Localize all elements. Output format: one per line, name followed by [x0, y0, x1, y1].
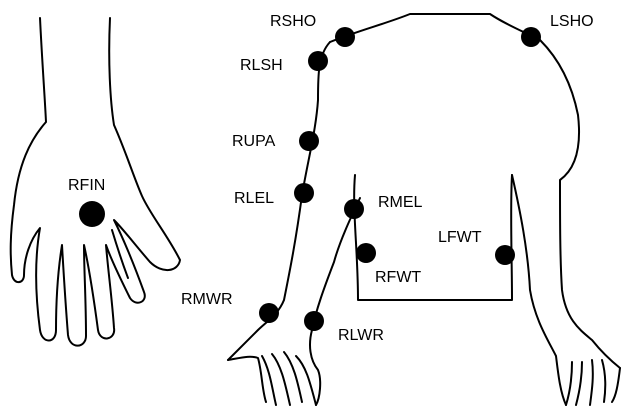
body-outline: [228, 14, 620, 405]
marker-rlwr: RLWR: [304, 311, 384, 344]
marker-rfwt: RFWT: [356, 243, 421, 286]
marker-rlel: RLEL: [234, 183, 314, 207]
marker-rmwr: RMWR: [181, 291, 279, 323]
marker-dot: [356, 243, 376, 263]
marker-rlsh: RLSH: [240, 51, 328, 74]
marker-lfwt: LFWT: [438, 229, 515, 265]
marker-label: LSHO: [550, 13, 594, 30]
marker-label: RLEL: [234, 190, 274, 207]
marker-dot: [304, 311, 324, 331]
marker-label: RMWR: [181, 291, 233, 308]
marker-label: RFWT: [375, 269, 421, 286]
marker-label: RLSH: [240, 57, 283, 74]
marker-rupa: RUPA: [232, 131, 319, 151]
marker-label: RMEL: [378, 194, 423, 211]
marker-rsho: RSHO: [270, 13, 355, 47]
marker-dot: [79, 201, 105, 227]
marker-rmel: RMEL: [344, 194, 423, 219]
marker-rfin: RFIN: [68, 177, 105, 227]
marker-label: RFIN: [68, 177, 105, 194]
marker-dot: [294, 183, 314, 203]
marker-label: RUPA: [232, 133, 276, 150]
marker-lsho: LSHO: [521, 13, 594, 47]
marker-dot: [259, 303, 279, 323]
marker-dot: [308, 51, 328, 71]
marker-dot: [521, 27, 541, 47]
marker-dot: [335, 27, 355, 47]
marker-label: RLWR: [338, 327, 384, 344]
marker-dot: [495, 245, 515, 265]
marker-label: RSHO: [270, 13, 316, 30]
marker-label: LFWT: [438, 229, 482, 246]
marker-dot: [344, 199, 364, 219]
marker-dot: [299, 131, 319, 151]
